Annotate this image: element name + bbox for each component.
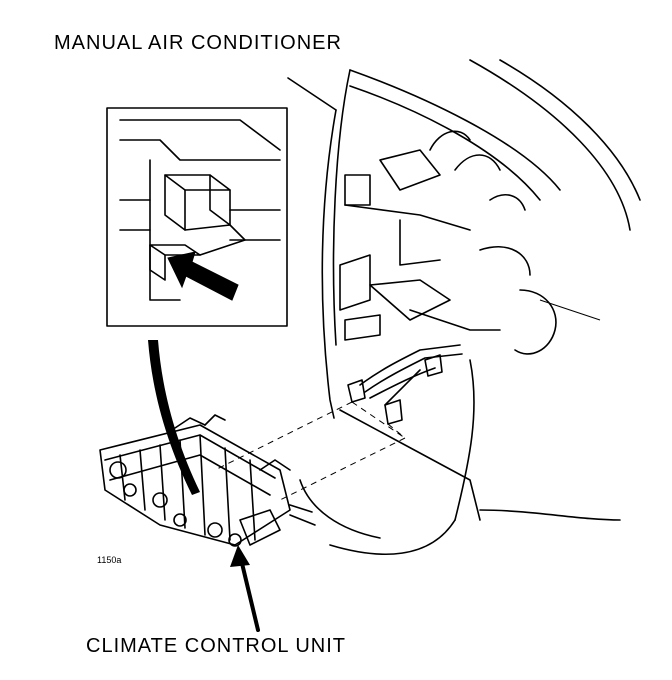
climate-control-unit — [99, 414, 316, 547]
diagram-title: MANUAL AIR CONDITIONER — [54, 32, 342, 54]
callout-arrow-icon — [230, 545, 260, 632]
push-arrow-icon — [167, 251, 239, 301]
wiring-harness — [214, 344, 463, 501]
dash-cavity-details — [339, 130, 601, 355]
inset-leader — [148, 340, 200, 495]
callout-label: CLIMATE CONTROL UNIT — [86, 635, 347, 657]
inset-detail — [106, 107, 288, 327]
figure-code: 1150a — [97, 555, 122, 565]
dashboard-panel — [287, 59, 641, 556]
